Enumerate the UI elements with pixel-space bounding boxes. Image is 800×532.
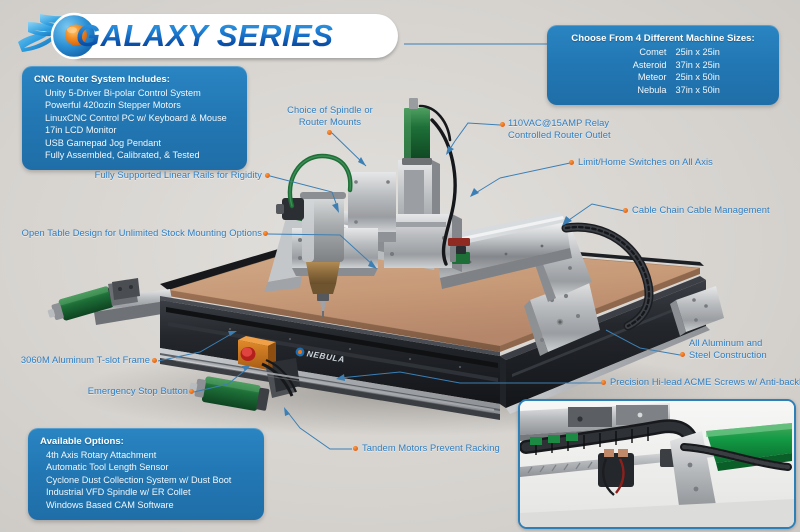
machine-name: Nebula [637, 84, 667, 95]
callout-dot-spindle-mounts [327, 130, 332, 135]
galaxy-series-logo: GALAXY SERIES [14, 8, 404, 64]
callout-line-2: Steel Construction [689, 349, 767, 360]
callout-line-1: Limit/Home Switches on All Axis [578, 157, 713, 167]
callout-construction: All Aluminum and Steel Construction [689, 338, 767, 361]
machine-size: 25in x 50in [675, 72, 720, 83]
logo-plate [60, 14, 398, 58]
table-row: Comet 25in x 25in [559, 46, 767, 59]
callout-dot-estop [189, 389, 194, 394]
machine-name: Comet [639, 47, 667, 57]
list-item: LinuxCNC Control PC w/ Keyboard & Mouse [45, 112, 227, 123]
includes-panel: CNC Router System Includes: Unity 5-Driv… [22, 66, 247, 171]
machine-size: 25in x 25in [675, 47, 720, 57]
callout-line-1: Cable Chain Cable Management [632, 205, 770, 215]
orb-icon [50, 12, 98, 60]
callout-cable-chain: Cable Chain Cable Management [632, 205, 770, 217]
callout-acme-screws: Precision Hi-lead ACME Screws w/ Anti-ba… [610, 377, 800, 389]
includes-panel-title: CNC Router System Includes: [34, 74, 170, 85]
callout-dot-cable-chain [623, 208, 628, 213]
list-item: Automatic Tool Length Sensor [46, 462, 169, 473]
callout-dot-linear-rails [265, 173, 270, 178]
callout-spindle-mounts: Choice of Spindle or Router Mounts [266, 105, 394, 128]
callout-line-1: Open Table Design for Unlimited Stock Mo… [21, 228, 262, 238]
callout-linear-rails: Fully Supported Linear Rails for Rigidit… [66, 170, 262, 182]
callout-tslot-frame: 3060M Aluminum T-slot Frame [18, 355, 150, 367]
callout-limit-switches: Limit/Home Switches on All Axis [578, 157, 713, 169]
available-options-panel: Available Options: 4th Axis Rotary Attac… [28, 428, 264, 521]
detail-photo-inset [518, 399, 796, 529]
machine-sizes-title: Choose From 4 Different Machine Sizes: [571, 33, 755, 44]
list-item: Industrial VFD Spindle w/ ER Collet [46, 487, 191, 498]
callout-dot-tslot-frame [152, 358, 157, 363]
list-item: Unity 5-Driver Bi-polar Control System [45, 88, 201, 98]
callout-dot-open-table [263, 231, 268, 236]
list-item: Powerful 420ozin Stepper Motors [45, 100, 181, 111]
available-options-title: Available Options: [40, 436, 124, 447]
callout-tandem-motors: Tandem Motors Prevent Racking [362, 443, 500, 455]
includes-list: Unity 5-Driver Bi-polar Control System P… [34, 87, 235, 161]
callout-dot-tandem-motors [353, 446, 358, 451]
callout-line-1: All Aluminum and [689, 338, 763, 348]
list-item: 4th Axis Rotary Attachment [46, 450, 157, 460]
logo-wordmark: GALAXY SERIES [76, 18, 396, 54]
list-item: USB Gamepad Jog Pendant [45, 137, 161, 148]
table-row: Asteroid 37in x 25in [559, 59, 767, 72]
callout-line-1: 110VAC@15AMP Relay [508, 118, 610, 128]
available-options-list: 4th Axis Rotary Attachment Automatic Too… [40, 449, 252, 511]
callout-line-1: Emergency Stop Button [87, 386, 188, 396]
machine-sizes-panel: Choose From 4 Different Machine Sizes: C… [547, 25, 779, 106]
machine-size: 37in x 25in [675, 59, 720, 70]
machine-sizes-table: Comet 25in x 25in Asteroid 37in x 25in M… [559, 46, 767, 96]
machine-name: Asteroid [632, 59, 667, 70]
callout-dot-relay-outlet [500, 122, 505, 127]
machine-size: 37in x 50in [675, 84, 720, 95]
callout-line-2: Router Mounts [298, 116, 362, 127]
list-item: Fully Assembled, Calibrated, & Tested [45, 150, 200, 161]
list-item: Cyclone Dust Collection System w/ Dust B… [46, 474, 232, 485]
callout-dot-construction [680, 352, 685, 357]
table-row: Nebula 37in x 50in [559, 84, 767, 97]
callout-estop: Emergency Stop Button [84, 386, 188, 398]
callout-line-1: Tandem Motors Prevent Racking [362, 443, 500, 453]
machine-name: Meteor [637, 72, 667, 83]
callout-line-1: Fully Supported Linear Rails for Rigidit… [94, 170, 262, 180]
list-item: 17in LCD Monitor [45, 125, 117, 136]
callout-line-1: Choice of Spindle or [287, 105, 373, 115]
list-item: Windows Based CAM Software [46, 499, 174, 510]
callout-dot-acme-screws [601, 380, 606, 385]
callout-line-1: 3060M Aluminum T-slot Frame [20, 355, 150, 365]
callout-dot-limit-switches [569, 160, 574, 165]
table-row: Meteor 25in x 50in [559, 71, 767, 84]
callout-open-table: Open Table Design for Unlimited Stock Mo… [10, 228, 262, 240]
callout-line-1: Precision Hi-lead ACME Screws w/ Anti-ba… [610, 377, 800, 387]
callout-relay-outlet: 110VAC@15AMP Relay Controlled Router Out… [508, 118, 611, 141]
callout-line-2: Controlled Router Outlet [508, 129, 611, 140]
